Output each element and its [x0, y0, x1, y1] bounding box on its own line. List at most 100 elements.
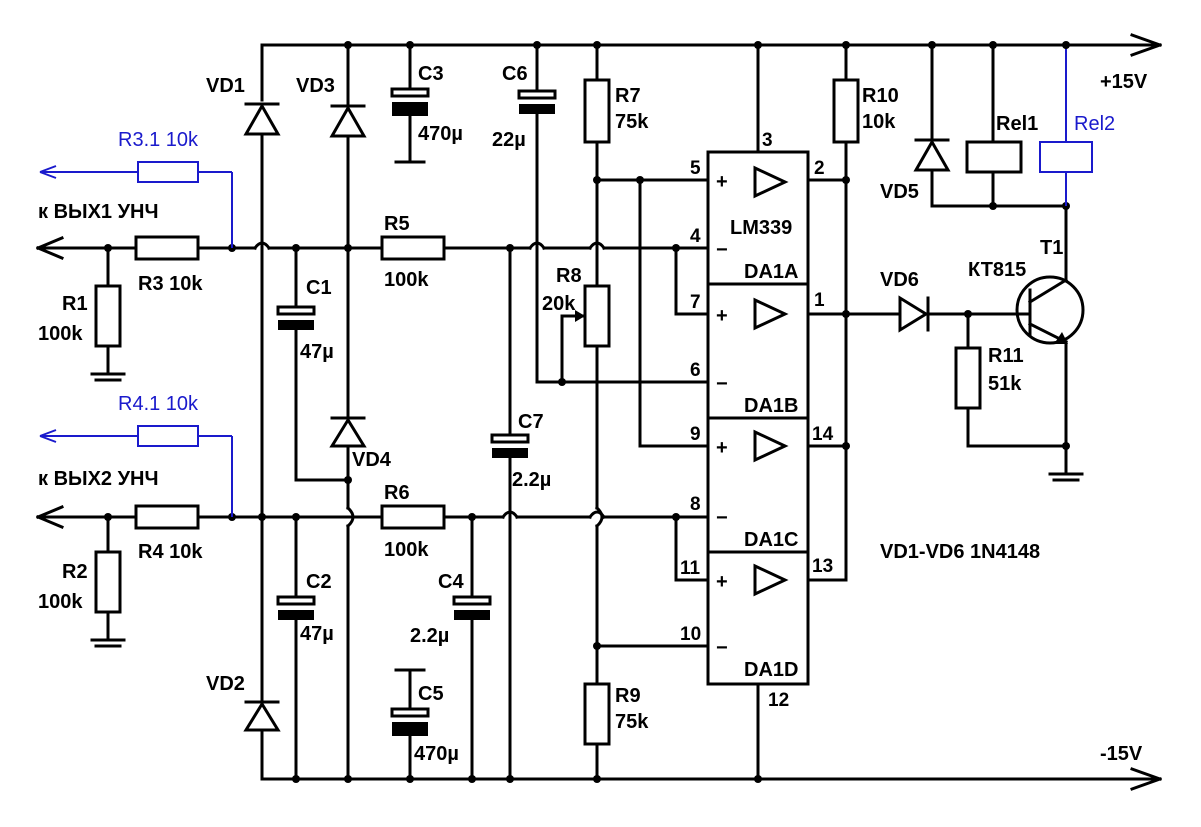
ground-symbol	[90, 638, 126, 648]
resistor-r11	[954, 346, 982, 410]
c2-value: 47µ	[300, 623, 334, 645]
c4-name: C4	[438, 571, 464, 593]
r1-value: 100k	[38, 323, 83, 345]
r9-name: R9	[615, 685, 641, 707]
diode-vd6	[898, 295, 930, 333]
positive-rail: +15V	[260, 33, 1162, 93]
r5-name: R5	[384, 213, 410, 235]
pin-2: 2	[814, 158, 825, 179]
capacitor-c2	[276, 595, 316, 620]
input-1-label: к ВЫХ1 УНЧ	[38, 201, 159, 223]
pin-5: 5	[690, 158, 701, 179]
ground-symbol	[1048, 472, 1084, 482]
pin-sign: −	[716, 637, 728, 659]
pin-13: 13	[812, 556, 833, 577]
ground-symbol	[90, 372, 126, 382]
c5-name: C5	[418, 683, 444, 705]
r7-name: R7	[615, 85, 641, 107]
r1-name: R1	[62, 293, 88, 315]
t1-part: КТ815	[968, 259, 1026, 281]
diode-vd2	[243, 700, 281, 732]
t1-name: T1	[1040, 237, 1063, 259]
r8-value: 20k	[542, 293, 576, 315]
pin-7: 7	[690, 292, 701, 313]
pin-12: 12	[768, 690, 789, 711]
relay-rel1	[965, 140, 1023, 174]
diode-vd5	[913, 138, 951, 172]
transistor-t1	[1015, 275, 1085, 345]
r6-value: 100k	[384, 539, 429, 561]
comparator-a-triangle	[753, 165, 789, 199]
da1d-label: DA1D	[744, 659, 798, 681]
positive-rail-label: +15V	[1100, 71, 1148, 93]
comparator-c-triangle	[753, 429, 789, 463]
pin-sign: +	[716, 571, 728, 593]
c4-value: 2.2µ	[410, 625, 449, 647]
da1a-label: DA1A	[744, 261, 798, 283]
input-2-label: к ВЫХ2 УНЧ	[38, 468, 159, 490]
pin-9: 9	[690, 424, 701, 445]
pin-sign: +	[716, 171, 728, 193]
resistor-r2	[94, 550, 122, 614]
pin-sign: −	[716, 373, 728, 395]
resistor-r9	[583, 682, 611, 746]
diode-note: VD1-VD6 1N4148	[880, 541, 1040, 563]
resistor-r6	[380, 504, 446, 530]
resistor-r5	[380, 235, 446, 261]
pin-11: 11	[680, 558, 701, 579]
c5-value: 470µ	[414, 743, 459, 765]
c7-value: 2.2µ	[512, 469, 551, 491]
da1b-label: DA1B	[744, 395, 798, 417]
rel2-label: Rel2	[1074, 113, 1115, 135]
r2-name: R2	[62, 561, 88, 583]
pin-1: 1	[814, 290, 825, 311]
capacitor-c6	[517, 89, 557, 114]
pin-6: 6	[690, 360, 701, 381]
c7-name: C7	[518, 411, 544, 433]
resistor-r10	[832, 78, 860, 144]
c6-name: C6	[502, 63, 528, 85]
r3-1-label: R3.1 10k	[118, 129, 199, 151]
r10-value: 10k	[862, 111, 896, 133]
r2-value: 100k	[38, 591, 83, 613]
pin-sign: −	[716, 507, 728, 529]
diode-vd1	[243, 102, 281, 136]
resistor-r1	[94, 284, 122, 348]
pin-sign: +	[716, 305, 728, 327]
negative-rail-label: -15V	[1100, 743, 1143, 765]
r5-value: 100k	[384, 269, 429, 291]
pin-4: 4	[690, 226, 701, 247]
c1-name: C1	[306, 277, 332, 299]
vd6-label: VD6	[880, 269, 919, 291]
resistor-r3	[134, 235, 200, 261]
r4-1-label: R4.1 10k	[118, 393, 199, 415]
diode-vd4	[329, 416, 367, 448]
pin-8: 8	[690, 494, 701, 515]
relay-rel2	[1039, 141, 1093, 173]
c1-value: 47µ	[300, 341, 334, 363]
capacitor-c5	[390, 707, 430, 736]
pin-sign: +	[716, 437, 728, 459]
r8-name: R8	[556, 265, 582, 287]
r3-label: R3 10k	[138, 273, 203, 295]
pin-3: 3	[762, 130, 773, 151]
c6-value: 22µ	[492, 129, 526, 151]
r4-1-addon: R4.1 10k	[39, 393, 233, 517]
resistor-r7	[583, 78, 611, 144]
comparator-d-triangle	[753, 563, 789, 597]
input-2-arrow	[36, 505, 138, 529]
diode-vd3	[329, 104, 367, 138]
vd2-label: VD2	[206, 673, 245, 695]
pin-10: 10	[680, 624, 701, 645]
vd4-label: VD4	[352, 449, 392, 471]
negative-rail: -15V	[260, 743, 1162, 791]
resistor-r4	[134, 504, 200, 530]
capacitor-c3	[390, 87, 430, 116]
c3-value: 470µ	[418, 123, 463, 145]
da1c-label: DA1C	[744, 529, 798, 551]
vd1-label: VD1	[206, 75, 245, 97]
c2-name: C2	[306, 571, 332, 593]
ic-part-label: LM339	[730, 217, 792, 239]
c3-name: C3	[418, 63, 444, 85]
